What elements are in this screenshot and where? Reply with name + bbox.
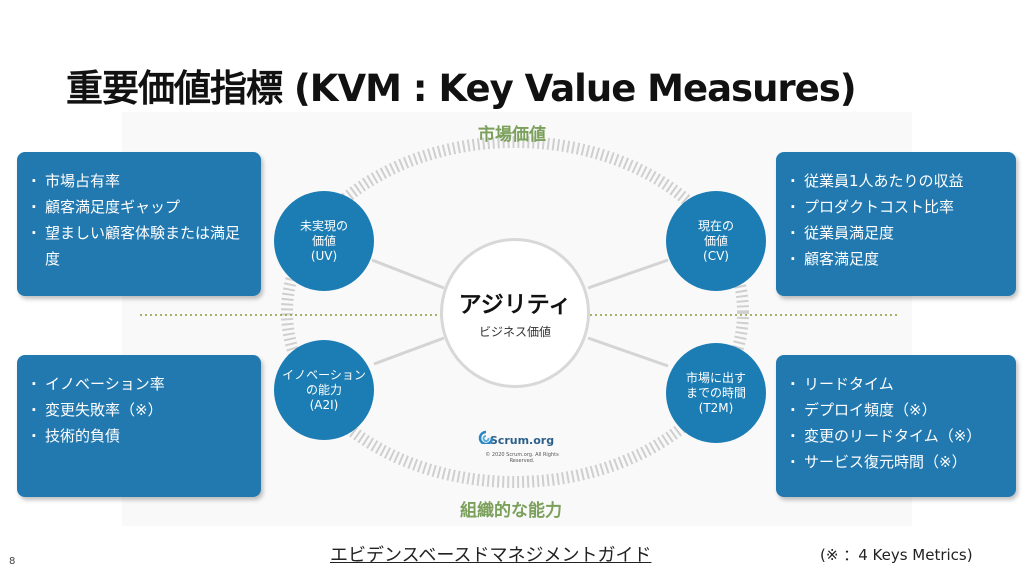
ebm-guide-link[interactable]: エビデンスベースドマネジメントガイド (330, 545, 652, 566)
node-cv-line1: 現在の (697, 218, 734, 233)
list-item: 技術的負債 (27, 423, 247, 449)
node-a2i-line2: の能力 (305, 382, 342, 397)
connector-t2m (587, 336, 669, 368)
node-t2m-line3: (T2M) (698, 400, 734, 415)
market-value-label: 市場価値 (478, 125, 546, 145)
node-uv: 未実現の 価値 (UV) (274, 191, 374, 291)
four-keys-note: (※ ：4 Keys Metrics) (820, 546, 973, 564)
outer-ring (281, 136, 749, 488)
logo-copyright: © 2020 Scrum.org. All Rights Reserved. (485, 452, 559, 464)
box-market-value-left: 市場占有率 顧客満足度ギャップ 望ましい顧客体験または満足度 (17, 152, 261, 296)
node-t2m-line1: 市場に出す (685, 370, 746, 385)
list-item: 従業員1人あたりの収益 (786, 168, 1002, 194)
organizational-capability-label: 組織的な能力 (460, 501, 562, 521)
connector-cv (587, 258, 669, 290)
logo-text: Scrum.org (489, 434, 555, 447)
list-item: 変更のリードタイム（※） (786, 423, 1002, 449)
list-item: イノベーション率 (27, 371, 247, 397)
list-item: プロダクトコスト比率 (786, 194, 1002, 220)
node-a2i-line1: イノベーション (282, 367, 366, 382)
page-number: 8 (9, 556, 16, 567)
list-item: リードタイム (786, 371, 1002, 397)
node-cv-line2: 価値 (703, 233, 728, 248)
node-t2m-line2: までの時間 (685, 385, 746, 400)
list-item: 顧客満足度 (786, 246, 1002, 272)
center-title: アジリティ (458, 292, 572, 318)
list-item: サービス復元時間（※） (786, 449, 1002, 475)
page-title: 重要価値指標 (KVM : Key Value Measures) (66, 67, 857, 110)
list-item: 望ましい顧客体験または満足度 (27, 220, 247, 272)
box-capability-right: リードタイム デプロイ頻度（※） 変更のリードタイム（※） サービス復元時間（※… (776, 355, 1016, 497)
box-market-value-right: 従業員1人あたりの収益 プロダクトコスト比率 従業員満足度 顧客満足度 (776, 152, 1016, 296)
connector-uv (371, 258, 445, 290)
node-t2m: 市場に出す までの時間 (T2M) (666, 343, 766, 443)
list-item: 変更失敗率（※） (27, 397, 247, 423)
scrum-logo-icon (478, 430, 494, 444)
node-cv: 現在の 価値 (CV) (666, 191, 766, 291)
connector-a2i (373, 336, 445, 366)
node-a2i-line3: (A2I) (309, 397, 339, 412)
list-item: デプロイ頻度（※） (786, 397, 1002, 423)
node-a2i: イノベーション の能力 (A2I) (274, 340, 374, 440)
node-uv-line3: (UV) (310, 248, 338, 263)
node-uv-line2: 価値 (311, 233, 336, 248)
box-capability-left: イノベーション率 変更失敗率（※） 技術的負債 (17, 355, 261, 497)
scrum-org-logo: Scrum.org © 2020 Scrum.org. All Rights R… (477, 430, 567, 464)
list-item: 顧客満足度ギャップ (27, 194, 247, 220)
node-cv-line3: (CV) (703, 248, 729, 263)
agility-circle: アジリティ ビジネス価値 (440, 238, 590, 388)
node-uv-line1: 未実現の (299, 218, 348, 233)
list-item: 市場占有率 (27, 168, 247, 194)
center-subtitle: ビジネス価値 (478, 325, 551, 339)
list-item: 従業員満足度 (786, 220, 1002, 246)
